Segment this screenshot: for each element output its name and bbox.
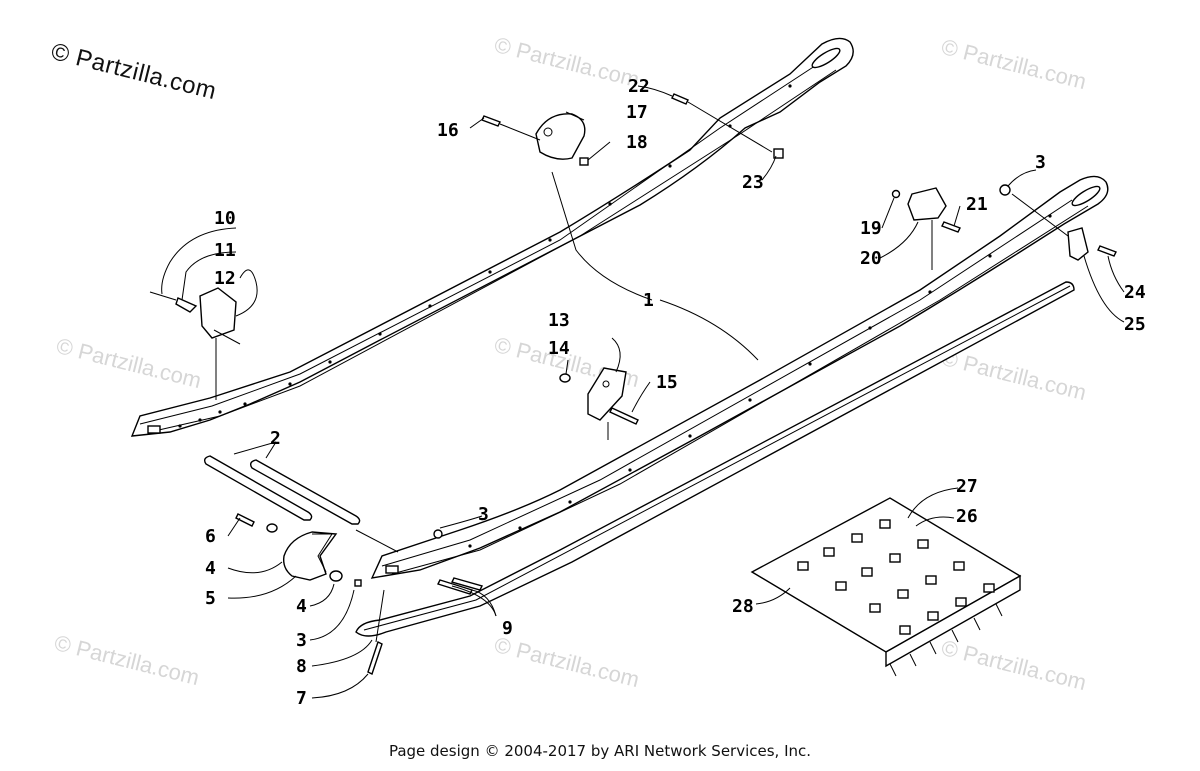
slide-rail-upper — [130, 37, 854, 437]
callout-7: 7 — [296, 688, 307, 709]
callout-8: 8 — [296, 656, 307, 677]
callout-3: 3 — [296, 630, 307, 651]
callout-19: 19 — [860, 218, 882, 239]
leader-lines — [161, 85, 1125, 699]
callout-27: 27 — [956, 476, 978, 497]
callout-4: 4 — [205, 558, 216, 579]
callout-1: 1 — [643, 290, 654, 311]
callout-10: 10 — [214, 208, 236, 229]
callout-21: 21 — [966, 194, 988, 215]
callout-numbers: 1 2 3 3 3 4 4 5 6 7 8 9 10 11 12 13 14 1… — [205, 76, 1146, 709]
callout-26: 26 — [956, 506, 978, 527]
callout-18: 18 — [626, 132, 648, 153]
track-lugs — [797, 519, 995, 635]
callout-3: 3 — [1035, 152, 1046, 173]
upper-bracket — [481, 93, 784, 166]
callout-23: 23 — [742, 172, 764, 193]
copyright-footer: Page design © 2004-2017 by ARI Network S… — [388, 742, 812, 760]
callout-24: 24 — [1124, 282, 1146, 303]
rail-holes — [178, 84, 792, 428]
rail-holes — [468, 214, 1052, 548]
callout-28: 28 — [732, 596, 754, 617]
callout-5: 5 — [205, 588, 216, 609]
middle-bracket — [559, 367, 639, 425]
callout-2: 2 — [270, 428, 281, 449]
callout-17: 17 — [626, 102, 648, 123]
callout-14: 14 — [548, 338, 570, 359]
rear-bracket — [891, 184, 1011, 233]
callout-12: 12 — [214, 268, 236, 289]
callout-6: 6 — [205, 526, 216, 547]
callout-22: 22 — [628, 76, 650, 97]
callout-9: 9 — [502, 618, 513, 639]
track-section — [750, 497, 1022, 677]
callout-25: 25 — [1124, 314, 1146, 335]
callout-13: 13 — [548, 310, 570, 331]
slide-rail-lower — [370, 175, 1109, 579]
wear-strip — [355, 281, 1075, 637]
front-block — [235, 513, 383, 675]
end-bracket — [1067, 227, 1117, 261]
callout-16: 16 — [437, 120, 459, 141]
callout-3: 3 — [478, 504, 489, 525]
callout-15: 15 — [656, 372, 678, 393]
front-clip — [149, 287, 241, 345]
callout-4: 4 — [296, 596, 307, 617]
callout-20: 20 — [860, 248, 882, 269]
callout-11: 11 — [214, 240, 236, 261]
cross-shafts — [203, 455, 361, 525]
